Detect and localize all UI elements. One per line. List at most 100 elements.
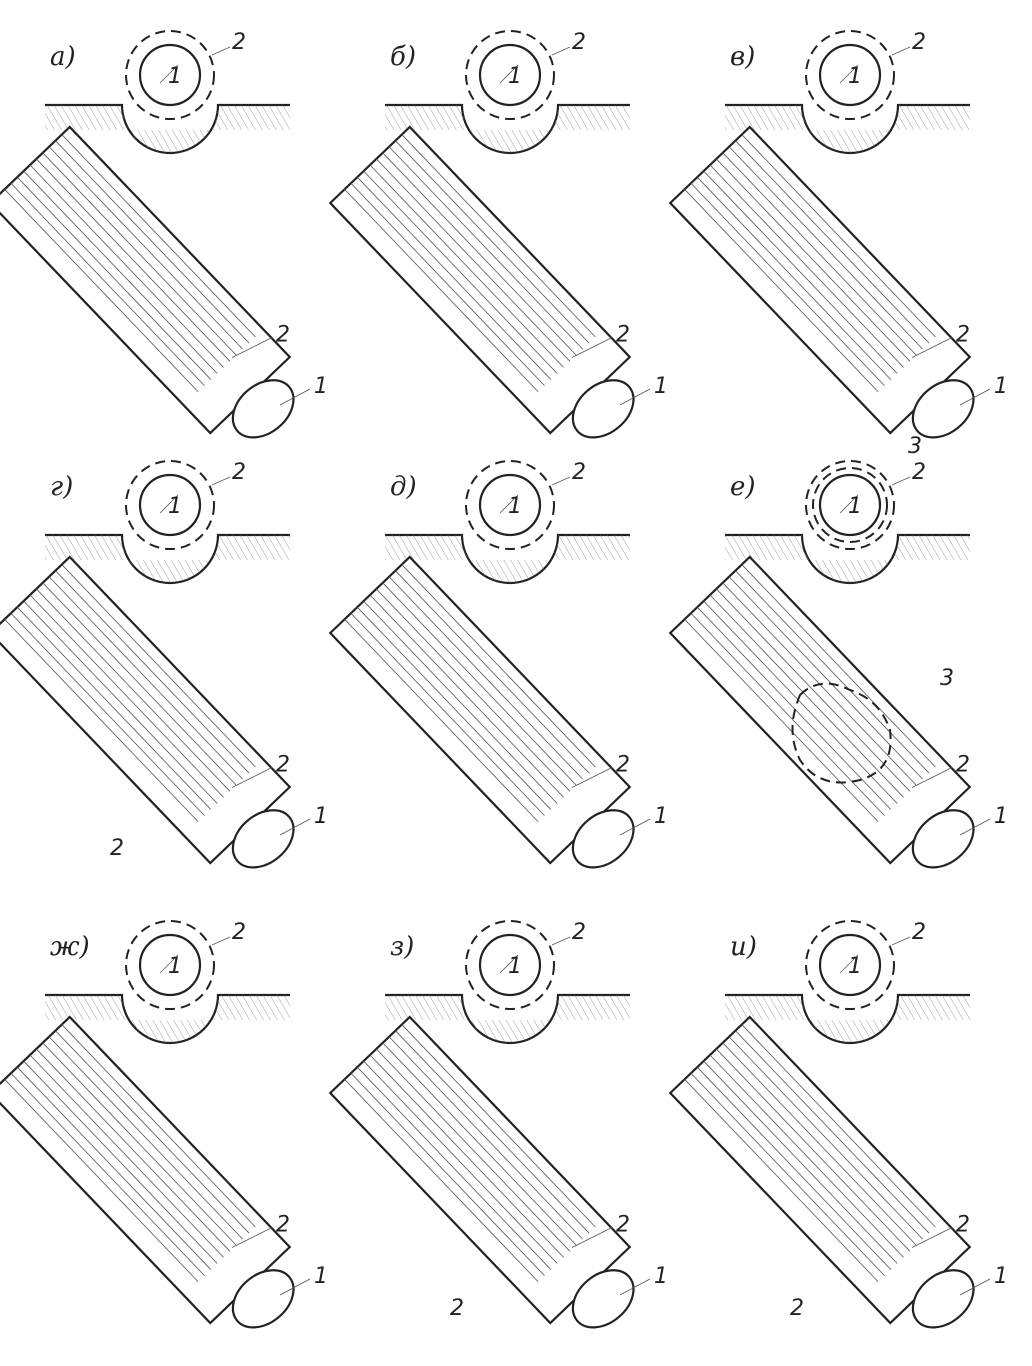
panel-letter: е) (730, 472, 756, 502)
insulation-section (465, 920, 555, 1010)
soil-hatch (45, 995, 290, 1043)
shading-line (356, 606, 552, 810)
shading-line (709, 164, 904, 368)
callout-wrap: 2 (956, 1213, 970, 1238)
callout-pipe: 1 (314, 1264, 328, 1289)
insulation-section (465, 30, 555, 120)
section-label-pipe: 1 (508, 64, 522, 89)
shading-line (716, 588, 911, 792)
shading-line (16, 1066, 212, 1270)
shading-line (55, 140, 250, 344)
shading-line (48, 146, 243, 350)
shading-line (61, 564, 256, 768)
patch-outline (791, 682, 892, 784)
leader-line (551, 936, 571, 946)
shading-line (10, 612, 205, 816)
shading-line (728, 1036, 923, 1240)
section-label-wrap: 2 (572, 920, 586, 945)
callout-wrap: 2 (616, 1213, 630, 1238)
pipe-end (571, 379, 635, 439)
leader-line (159, 64, 179, 84)
shading-line (703, 170, 898, 374)
leader-line (839, 954, 859, 974)
panel-letter: а) (50, 42, 76, 72)
shading-line (388, 1036, 583, 1240)
leader-line (551, 46, 571, 56)
section-label-wrap: 2 (912, 460, 926, 485)
leader-line (159, 494, 179, 514)
shading-line (29, 594, 224, 798)
section-label-pipe: 1 (848, 954, 862, 979)
shading-line (696, 1066, 892, 1270)
shading-line (48, 576, 243, 780)
section-label-pipe: 1 (508, 954, 522, 979)
panel-letter: ж) (50, 932, 90, 962)
shading-line (709, 1054, 904, 1258)
shading-line (36, 1048, 231, 1252)
leader-line (231, 337, 273, 358)
shading-line (344, 1079, 539, 1283)
shading-line (703, 1060, 898, 1264)
panel-letter: в) (730, 42, 755, 72)
callout-wrap: 2 (956, 323, 970, 348)
insulation-section (125, 30, 215, 120)
shading-line (382, 152, 577, 356)
shading-line (23, 1060, 218, 1264)
section-label-pipe: 1 (168, 954, 182, 979)
leader-line (211, 476, 231, 486)
pipe-end (571, 1269, 635, 1329)
insulation-body (0, 555, 292, 865)
pipe-section (818, 933, 882, 997)
shading-line (10, 182, 205, 386)
shading-line (382, 582, 577, 786)
shading-line (36, 158, 231, 362)
pipe-end (911, 1269, 975, 1329)
shading-line (369, 164, 564, 368)
shading-line (382, 1042, 577, 1246)
leader-line (551, 476, 571, 486)
leader-line (211, 936, 231, 946)
soil-hatch (45, 105, 290, 153)
leader-line (959, 818, 991, 836)
callout-pipe: 1 (314, 804, 328, 829)
shading-line (401, 1024, 596, 1228)
shading-line (344, 189, 539, 393)
callout-pipe: 1 (654, 804, 668, 829)
panel-letter: г) (50, 472, 73, 502)
callout-patch: 3 (940, 666, 954, 691)
shading-line (376, 158, 571, 362)
shading-line (350, 612, 545, 816)
shading-line (684, 1079, 879, 1283)
pipe-section (818, 43, 882, 107)
callout-pipe: 1 (994, 374, 1008, 399)
shading-line (388, 576, 583, 780)
shading-line (48, 1036, 243, 1240)
shading-line (376, 588, 571, 792)
shading-line (61, 1024, 256, 1228)
panel-letter: д) (390, 472, 417, 502)
shading-line (716, 158, 911, 362)
shading-line (29, 1054, 224, 1258)
pipe-end (231, 1269, 295, 1329)
shading-line (350, 182, 545, 386)
pipe-section (478, 933, 542, 997)
pipe-end (911, 809, 975, 869)
leader-line (499, 494, 519, 514)
shading-line (716, 1048, 911, 1252)
shading-line (369, 1054, 564, 1258)
callout-pipe: 1 (314, 374, 328, 399)
leader-line (839, 494, 859, 514)
callout-wrap-2: 2 (790, 1296, 804, 1321)
insulation-section (805, 30, 895, 120)
section-label-patch: 3 (908, 434, 922, 459)
section-label-wrap: 2 (232, 30, 246, 55)
soil-hatch (725, 105, 970, 153)
leader-line (211, 46, 231, 56)
panel-letter: з) (390, 932, 414, 962)
